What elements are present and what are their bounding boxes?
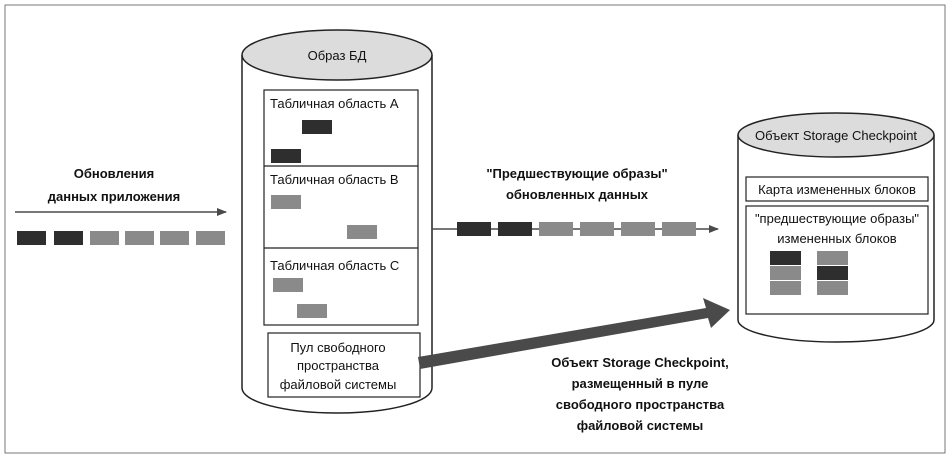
free-pool-label-1: Пул свободного bbox=[290, 340, 385, 355]
update-block-light bbox=[125, 231, 154, 245]
before-images-box-label-2: измененных блоков bbox=[777, 231, 896, 246]
pool-note-line-4: файловой системы bbox=[577, 418, 704, 433]
db-cylinder-top bbox=[241, 29, 433, 81]
pool-arrow bbox=[418, 298, 730, 369]
update-block-light bbox=[90, 231, 119, 245]
app-updates-label-2: данных приложения bbox=[48, 189, 180, 204]
update-block-dark bbox=[17, 231, 46, 245]
block-map-label: Карта измененных блоков bbox=[758, 182, 916, 197]
update-block-light bbox=[160, 231, 189, 245]
update-block-dark bbox=[54, 231, 83, 245]
checkpoint-block-dark bbox=[817, 266, 848, 280]
tablespace-c-label: Табличная область C bbox=[270, 258, 399, 273]
before-images-label-2: обновленных данных bbox=[506, 187, 649, 202]
free-pool-label-2: пространства bbox=[297, 358, 380, 373]
before-block-light bbox=[580, 222, 614, 236]
tablespace-c-block bbox=[273, 278, 303, 292]
app-updates-label-1: Обновления bbox=[74, 166, 155, 181]
db-image-cylinder: Образ БД Табличная область A Табличная о… bbox=[241, 29, 433, 414]
pool-note-line-1: Объект Storage Checkpoint, bbox=[551, 355, 729, 370]
outer-frame bbox=[4, 4, 946, 454]
pool-note-line-2: размещенный в пуле bbox=[572, 376, 709, 391]
block-map-box bbox=[745, 176, 929, 202]
checkpoint-block-light bbox=[817, 251, 848, 265]
before-block-dark bbox=[498, 222, 532, 236]
before-images-box-label-1: "предшествующие образы" bbox=[755, 211, 919, 226]
tablespace-b-block bbox=[347, 225, 377, 239]
checkpoint-title: Объект Storage Checkpoint bbox=[755, 128, 917, 143]
before-block-light bbox=[662, 222, 696, 236]
before-images-label-1: "Предшествующие образы" bbox=[486, 166, 667, 181]
tablespace-c-block bbox=[297, 304, 327, 318]
before-block-light bbox=[539, 222, 573, 236]
tablespace-a-label: Табличная область A bbox=[270, 96, 399, 111]
checkpoint-block-light bbox=[817, 281, 848, 295]
tablespace-a-block bbox=[302, 120, 332, 134]
tablespace-b-block bbox=[271, 195, 301, 209]
tablespace-b-label: Табличная область B bbox=[270, 172, 399, 187]
db-image-title: Образ БД bbox=[308, 48, 367, 63]
before-block-dark bbox=[457, 222, 491, 236]
app-updates-blocks bbox=[17, 231, 225, 245]
checkpoint-cylinder: Объект Storage Checkpoint Карта измененн… bbox=[737, 112, 935, 343]
checkpoint-block-dark bbox=[770, 251, 801, 265]
checkpoint-block-light bbox=[770, 266, 801, 280]
tablespace-a-block bbox=[271, 149, 301, 163]
free-pool-box bbox=[267, 332, 421, 398]
before-images-blocks bbox=[457, 222, 696, 236]
checkpoint-cylinder-top bbox=[737, 112, 935, 158]
free-pool-label-3: файловой системы bbox=[280, 377, 397, 392]
pool-note-line-3: свободного пространства bbox=[556, 397, 725, 412]
before-block-light bbox=[621, 222, 655, 236]
checkpoint-block-light bbox=[770, 281, 801, 295]
update-block-light bbox=[196, 231, 225, 245]
